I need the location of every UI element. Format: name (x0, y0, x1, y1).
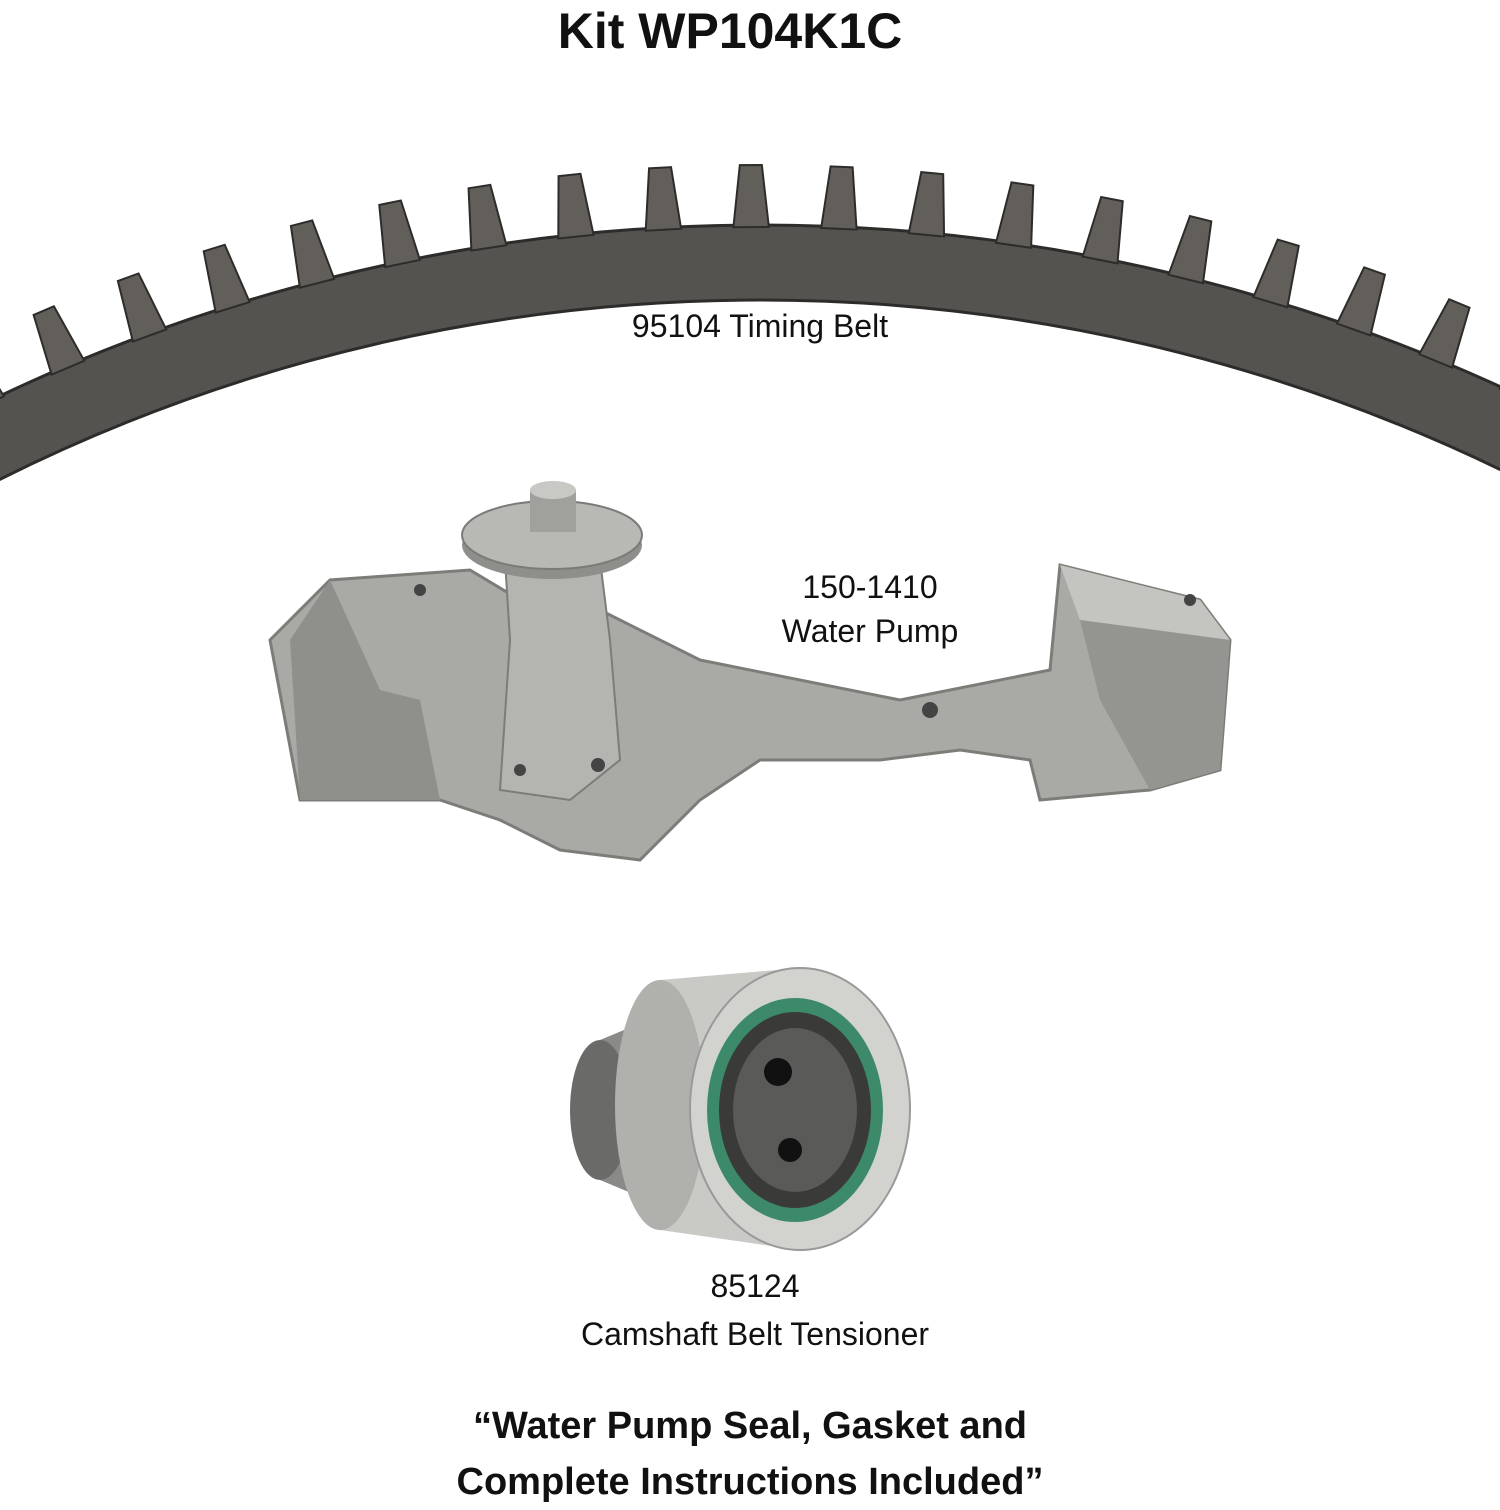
belt-tooth (909, 172, 944, 236)
tensioner-label: 85124 Camshaft Belt Tensioner (480, 1262, 1030, 1358)
belt-tooth (118, 273, 166, 341)
water-pump-part-number: 150-1410 (720, 565, 1020, 609)
tensioner-image (570, 968, 910, 1250)
kit-title: Kit WP104K1C (0, 2, 1460, 60)
belt-tooth (558, 174, 593, 239)
belt-tooth (1419, 299, 1469, 367)
belt-tooth (34, 306, 85, 374)
water-pump-name: Water Pump (720, 609, 1020, 653)
included-note: “Water Pump Seal, Gasket and Complete In… (0, 1398, 1500, 1510)
belt-tooth (1169, 216, 1212, 283)
tensioner-part-number: 85124 (480, 1262, 1030, 1310)
belt-tooth (379, 200, 420, 267)
belt-tooth (204, 245, 250, 313)
note-line-2: Complete Instructions Included” (0, 1454, 1500, 1510)
belt-tooth (646, 167, 681, 231)
belt-tooth (291, 220, 334, 287)
belt-tooth (733, 165, 768, 227)
belt-tooth (469, 185, 507, 251)
belt-tooth (821, 166, 856, 229)
belt-tooth (1083, 197, 1123, 263)
belt-tooth (996, 182, 1033, 248)
timing-belt-label: 95104 Timing Belt (560, 308, 960, 345)
water-pump-label: 150-1410 Water Pump (720, 565, 1020, 653)
belt-tooth (1337, 267, 1385, 335)
note-line-1: “Water Pump Seal, Gasket and (0, 1398, 1500, 1454)
tensioner-name: Camshaft Belt Tensioner (480, 1310, 1030, 1358)
belt-tooth (1253, 240, 1298, 308)
water-pump-image (270, 481, 1230, 860)
